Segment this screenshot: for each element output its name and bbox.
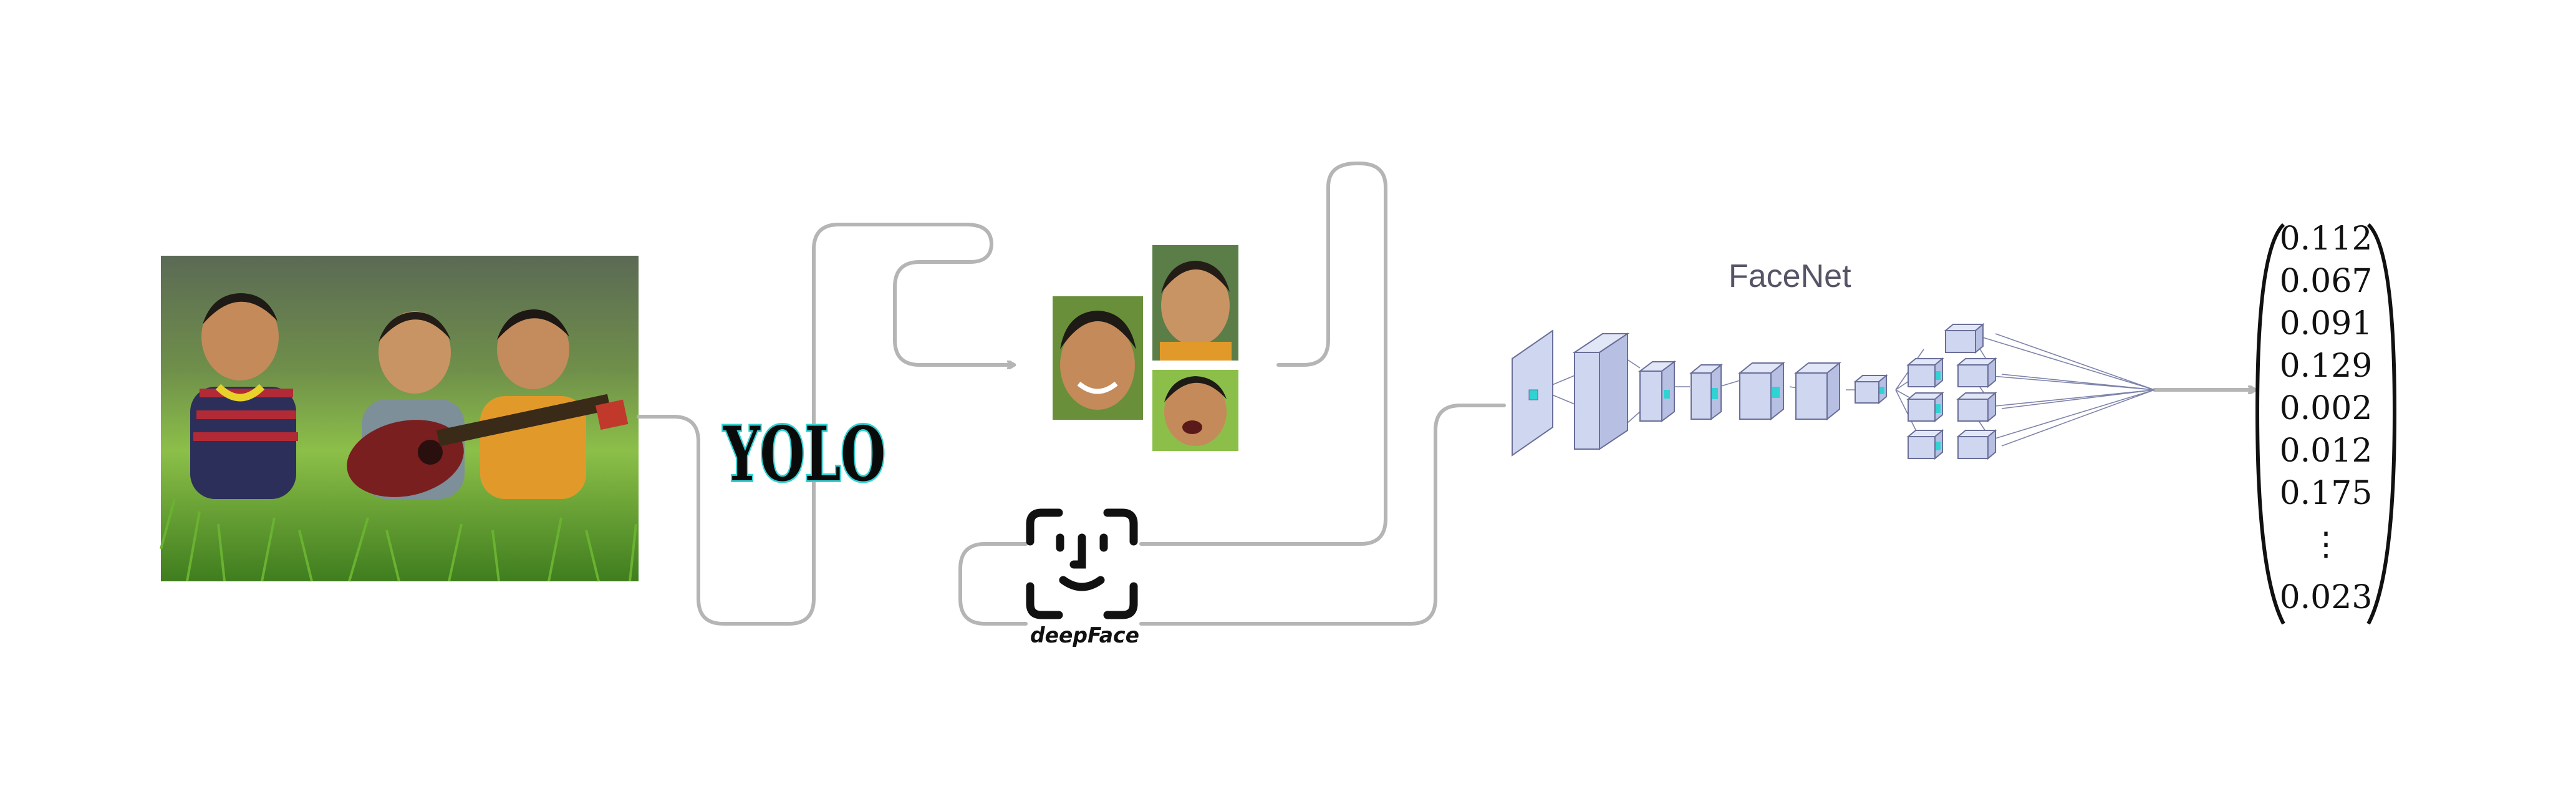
- yolo-label: YOLO: [723, 410, 885, 498]
- layer-1: [1512, 329, 1553, 457]
- layer-6: [1794, 361, 1841, 421]
- connector-faces-to-deepface: [1139, 162, 1387, 546]
- yolo-logo: YOLO: [721, 409, 887, 500]
- ukulele-illustration: [347, 394, 629, 497]
- face-scan-icon: [1026, 508, 1138, 619]
- vector-entry: 0.175: [2280, 475, 2373, 512]
- vector-entry: 0.023: [2280, 579, 2373, 616]
- grass-illustration: [160, 498, 637, 582]
- face-crop-1: [1053, 296, 1143, 420]
- layer-7: [1853, 374, 1888, 405]
- layer-4: [1689, 363, 1723, 420]
- connector-deepface-to-facenet: [1139, 404, 1506, 626]
- layer-3: [1638, 361, 1676, 422]
- vector-ellipsis: ⋮: [2310, 526, 2342, 563]
- deepface-logo: deepFace: [1026, 508, 1139, 648]
- vector-entry: 0.002: [2280, 390, 2373, 427]
- branch-cubes-1: [1906, 357, 1944, 460]
- connector-photo-to-faces: [637, 223, 1013, 626]
- child-left-illustration: [190, 293, 298, 499]
- flow-connectors: [637, 162, 2254, 626]
- embedding-vector: 0.112 0.067 0.091 0.129 0.002 0.012 0.175 ⋮ 0.02…: [2255, 220, 2397, 625]
- layer-5: [1738, 361, 1785, 421]
- layer-2: [1572, 332, 1630, 450]
- left-parenthesis: [2255, 223, 2285, 625]
- network-connections: [1540, 333, 2155, 447]
- right-parenthesis: [2366, 223, 2397, 625]
- detected-faces: [1053, 245, 1238, 451]
- face-crop-2: [1152, 245, 1238, 361]
- branch-cubes-2: [1944, 322, 1997, 460]
- vector-entry: 0.091: [2280, 305, 2373, 342]
- vector-entry: 0.112: [2280, 220, 2373, 258]
- vector-values: 0.112 0.067 0.091 0.129 0.002 0.012 0.175 ⋮ 0.02…: [2280, 220, 2373, 616]
- facenet-title: FaceNet: [1729, 258, 1851, 294]
- input-photo: [160, 256, 639, 582]
- vector-entry: 0.012: [2280, 432, 2373, 470]
- vector-entry: 0.129: [2280, 347, 2373, 385]
- connector-deepface-loop: [958, 542, 1028, 626]
- deepface-label: deepFace: [1030, 623, 1139, 648]
- vector-entry: 0.067: [2280, 263, 2373, 300]
- facenet-network: FaceNet: [1512, 258, 2155, 460]
- face-crop-3: [1152, 370, 1238, 451]
